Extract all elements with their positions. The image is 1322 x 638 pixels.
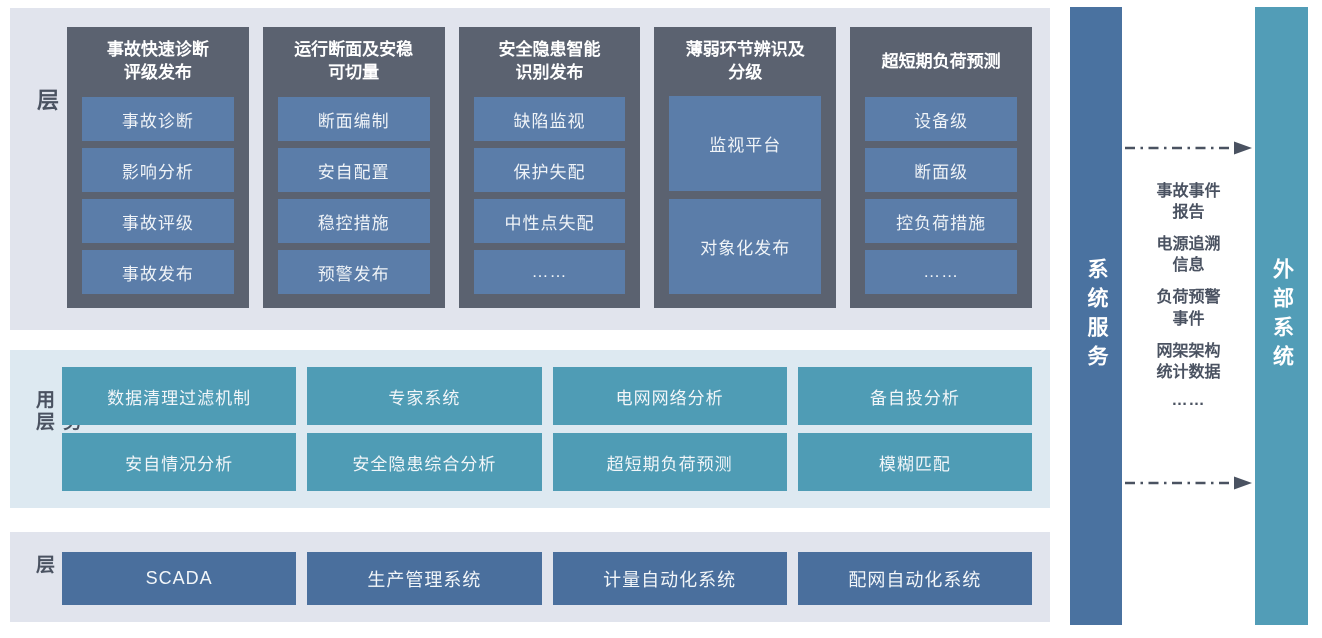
module-chip-list: 缺陷监视 保护失配 中性点失配 …… bbox=[473, 97, 626, 294]
module-group-title: 运行断面及安稳 可切量 bbox=[294, 40, 414, 82]
module-chip: 中性点失配 bbox=[473, 199, 626, 243]
data-source: 生产管理系统 bbox=[307, 552, 542, 605]
system-service-bar: 系统服务 bbox=[1070, 7, 1122, 625]
module-chip-list: 事故诊断 影响分析 事故评级 事故发布 bbox=[82, 97, 234, 294]
module-group-row: 事故快速诊断 评级发布 事故诊断 影响分析 事故评级 事故发布 运行断面及安稳 … bbox=[67, 27, 1032, 308]
exchange-item: 电源追溯 信息 bbox=[1156, 236, 1221, 275]
service-exchange-column: 事故事件 报告 电源追溯 信息 负荷预警 事件 网架架构 统计数据 …… bbox=[1122, 0, 1255, 638]
module-group-hidden-danger: 安全隐患智能 识别发布 缺陷监视 保护失配 中性点失配 …… bbox=[458, 27, 641, 308]
module-chip: 事故发布 bbox=[82, 250, 234, 294]
module-group-title: 安全隐患智能 识别发布 bbox=[498, 40, 601, 82]
module-chip: 缺陷监视 bbox=[473, 97, 626, 141]
business-application-layer-panel: 业务应用层 数据清理过滤机制 专家系统 电网网络分析 备自投分析 安自情况分析 … bbox=[10, 350, 1050, 508]
module-chip: 稳控措施 bbox=[277, 199, 430, 243]
data-layer-panel: 数据层 SCADA 生产管理系统 计量自动化系统 配网自动化系统 bbox=[10, 532, 1050, 622]
module-group-title: 事故快速诊断 评级发布 bbox=[106, 40, 209, 82]
module-group-operation-section: 运行断面及安稳 可切量 断面编制 安自配置 稳控措施 预警发布 bbox=[262, 27, 445, 308]
module-chip-list: 设备级 断面级 控负荷措施 …… bbox=[865, 97, 1017, 294]
module-chip: 影响分析 bbox=[82, 148, 234, 192]
module-chip: 事故评级 bbox=[82, 199, 234, 243]
business-module: 模糊匹配 bbox=[797, 433, 1032, 491]
module-chip: 断面级 bbox=[865, 148, 1017, 192]
data-source: 配网自动化系统 bbox=[797, 552, 1032, 605]
module-chip: 安自配置 bbox=[277, 148, 430, 192]
exchange-item: 负荷预警 事件 bbox=[1156, 289, 1221, 328]
exchange-item-ellipsis: …… bbox=[1171, 391, 1206, 409]
module-chip: …… bbox=[865, 250, 1017, 294]
system-service-label: 系统服务 bbox=[1085, 258, 1108, 374]
external-system-label: 外部系统 bbox=[1270, 258, 1294, 374]
dashdot-arrow-right-icon bbox=[1125, 141, 1252, 155]
business-module: 安全隐患综合分析 bbox=[307, 433, 542, 491]
exchange-item-list: 事故事件 报告 电源追溯 信息 负荷预警 事件 网架架构 统计数据 …… bbox=[1122, 181, 1255, 411]
dashdot-arrow-right-icon bbox=[1125, 476, 1252, 490]
data-source-grid: SCADA 生产管理系统 计量自动化系统 配网自动化系统 bbox=[62, 552, 1032, 605]
module-chip: 预警发布 bbox=[277, 250, 430, 294]
business-module: 数据清理过滤机制 bbox=[62, 367, 297, 425]
module-chip: 事故诊断 bbox=[82, 97, 234, 141]
module-chip: 保护失配 bbox=[473, 148, 626, 192]
module-chip: 断面编制 bbox=[277, 97, 430, 141]
module-group-title: 超短期负荷预测 bbox=[881, 51, 1001, 71]
module-chip-list: 断面编制 安自配置 稳控措施 预警发布 bbox=[277, 97, 430, 294]
advanced-application-layer-panel: 高级应用层 事故快速诊断 评级发布 事故诊断 影响分析 事故评级 事故发布 运行… bbox=[10, 8, 1050, 330]
data-source: SCADA bbox=[62, 552, 297, 605]
business-module: 安自情况分析 bbox=[62, 433, 297, 491]
business-module: 专家系统 bbox=[307, 367, 542, 425]
data-source: 计量自动化系统 bbox=[552, 552, 787, 605]
module-group-title: 薄弱环节辨识及 分级 bbox=[685, 39, 805, 82]
exchange-item: 事故事件 报告 bbox=[1156, 183, 1221, 222]
external-system-bar: 外部系统 bbox=[1255, 7, 1308, 625]
module-chip: 设备级 bbox=[865, 97, 1017, 141]
exchange-item: 网架架构 统计数据 bbox=[1156, 342, 1221, 381]
module-chip-list: 监视平台 对象化发布 bbox=[669, 96, 822, 294]
business-module: 超短期负荷预测 bbox=[552, 433, 787, 491]
module-chip: 控负荷措施 bbox=[865, 199, 1017, 243]
module-group-load-forecast: 超短期负荷预测 设备级 断面级 控负荷措施 …… bbox=[850, 27, 1032, 308]
module-chip: …… bbox=[473, 250, 626, 294]
module-group-accident-diagnosis: 事故快速诊断 评级发布 事故诊断 影响分析 事故评级 事故发布 bbox=[67, 27, 249, 308]
business-module: 备自投分析 bbox=[797, 367, 1032, 425]
business-module: 电网网络分析 bbox=[552, 367, 787, 425]
module-chip: 监视平台 bbox=[669, 96, 822, 191]
module-chip: 对象化发布 bbox=[669, 199, 822, 294]
business-module-grid: 数据清理过滤机制 专家系统 电网网络分析 备自投分析 安自情况分析 安全隐患综合… bbox=[62, 367, 1032, 491]
module-group-weak-link: 薄弱环节辨识及 分级 监视平台 对象化发布 bbox=[654, 27, 837, 308]
